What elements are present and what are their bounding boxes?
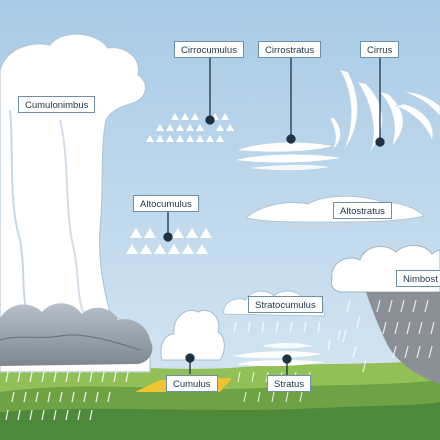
stratus-pin-dot	[282, 354, 292, 364]
cirrocumulus-pin-dot	[205, 115, 215, 125]
cirrocumulus-cloud	[146, 113, 234, 142]
cumulus-pin-dot	[185, 353, 195, 363]
altocumulus-pin-dot	[163, 232, 173, 242]
label-pins	[163, 57, 385, 377]
cumulus-cloud	[160, 310, 225, 361]
label-nimbostratus: Nimbost	[396, 270, 440, 287]
cirrus-cloud	[329, 69, 440, 153]
cirrus-pin-dot	[375, 137, 385, 147]
label-altostratus: Altostratus	[333, 202, 392, 219]
altocumulus-cloud	[126, 228, 212, 254]
stratus-cloud	[232, 343, 326, 403]
label-cirrus: Cirrus	[360, 41, 400, 58]
label-cirrocumulus: Cirrocumulus	[174, 41, 244, 58]
label-stratocumulus: Stratocumulus	[248, 296, 323, 313]
label-altocumulus: Altocumulus	[133, 195, 199, 212]
nimbostratus-rain	[342, 299, 435, 373]
cirrostratus-pin-dot	[286, 134, 296, 144]
cumulonimbus-rain	[5, 371, 129, 421]
label-stratus: Stratus	[267, 375, 312, 392]
label-cirrostratus: Cirrostratus	[258, 41, 322, 58]
label-cumulus: Cumulus	[166, 375, 218, 392]
stratocumulus-rain	[233, 321, 341, 351]
label-cumulonimbus: Cumulonimbus	[18, 96, 96, 113]
cirrostratus-cloud	[236, 142, 340, 171]
cumulonimbus-cloud	[0, 33, 153, 421]
